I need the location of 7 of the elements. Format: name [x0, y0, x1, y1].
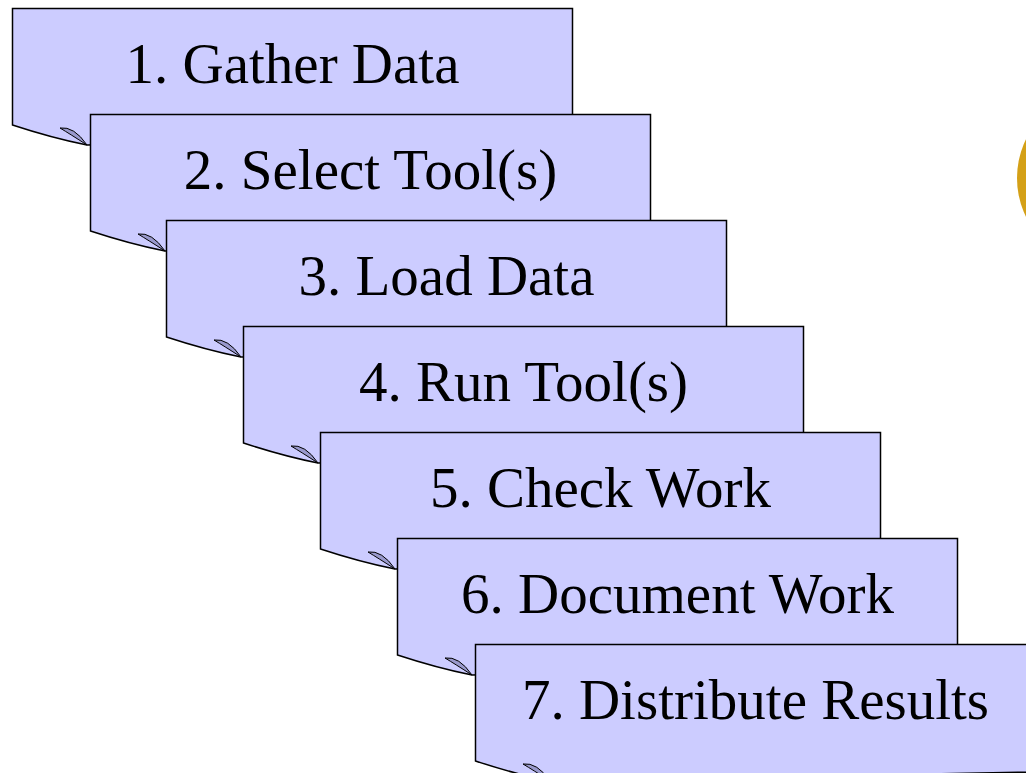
step-label: 3. Load Data: [298, 242, 595, 308]
step-label: 1. Gather Data: [125, 30, 460, 96]
step-label: 5. Check Work: [429, 454, 772, 520]
step-label: 2. Select Tool(s): [183, 136, 558, 202]
step-label: 6. Document Work: [461, 560, 894, 626]
step-label: 4. Run Tool(s): [358, 348, 689, 414]
step-label: 7. Distribute Results: [521, 666, 990, 732]
